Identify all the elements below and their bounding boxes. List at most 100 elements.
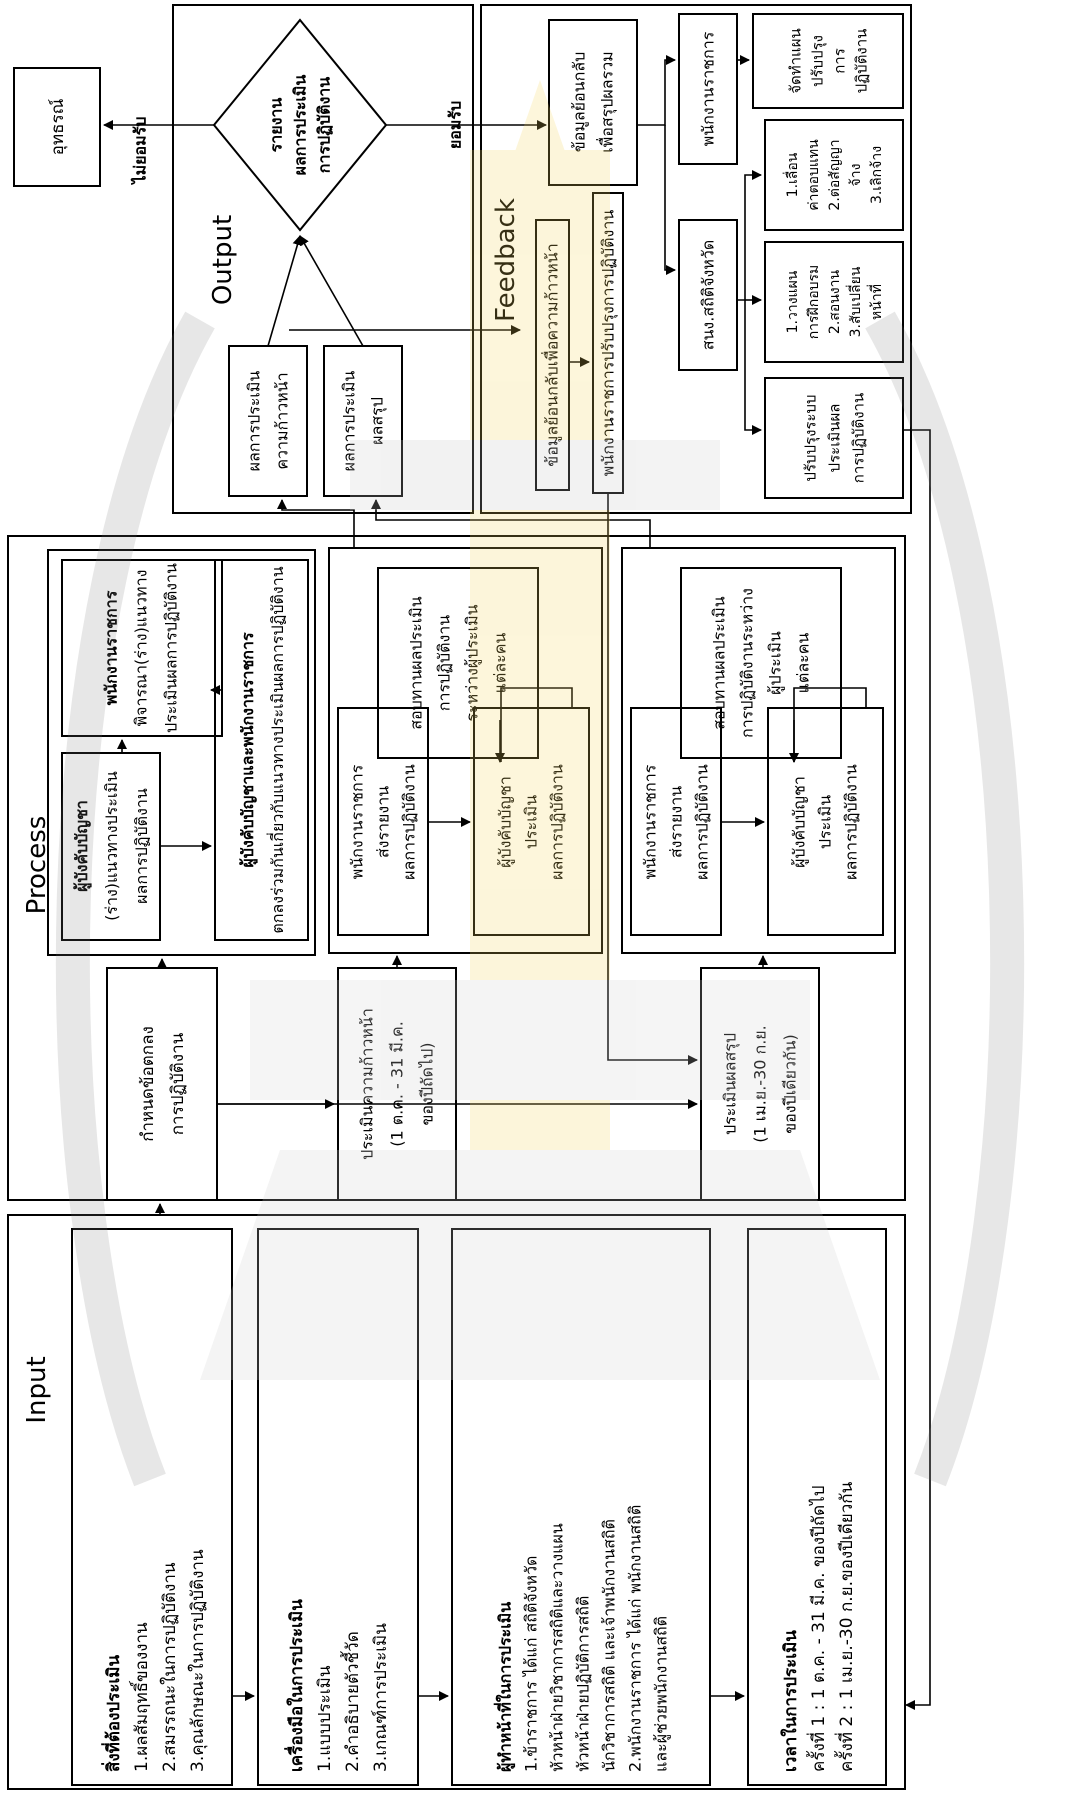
hr-actions-text-line: 1.เลื่อน (783, 152, 801, 197)
employee-box (678, 13, 738, 165)
arrow-office-to-system (744, 300, 762, 435)
report-decision-text-line: รายงาน (267, 98, 286, 153)
joint-agreement-text-line: ตกลงร่วมกันเกี่ยวกับแนวทางประเมินผลการปฏ… (266, 566, 287, 933)
plan-improve-text-line: การ (830, 48, 848, 74)
training-text-line: 2.สอนงาน (827, 270, 843, 335)
supervisor-eval-text-a-line: ประเมิน (522, 795, 541, 849)
system-improve-text: ปรับปรุงระบบประเมินผลการปฏิบัติงาน (801, 393, 867, 483)
report-decision-diamond (212, 18, 388, 232)
evaluation-timing-box (747, 1228, 887, 1786)
system-improve-text-line: ปรับปรุงระบบ (801, 394, 820, 481)
evaluators-text-line: ผู้ทำหน้าที่ในการประเมิน (494, 1602, 517, 1772)
training-text-line: การฝึกอบรม (806, 265, 822, 340)
evaluation-timing-text: เวลาในการประเมินครั้งที่ 1 : 1 ต.ค. - 31… (780, 1481, 857, 1772)
reject-label: ไม่ยอมรับ (131, 117, 150, 186)
progress-group-frame (328, 547, 603, 954)
report-decision-text-line: ผลการประเมิน (291, 75, 310, 176)
evaluation-timing-text-line: เวลาในการประเมิน (780, 1630, 801, 1772)
employee-report-text-a-line: พนักงานราชการ (348, 764, 367, 879)
joint-agreement-text: ผู้บังคับบัญชาและพนักงานราชการตกลงร่วมกั… (238, 566, 287, 933)
appeal-box (13, 67, 101, 187)
evaluation-tools-text-line: 3.เกณฑ์การประเมิน (371, 1623, 391, 1772)
supervisor-eval-box-b (767, 707, 884, 936)
employee-text-line: พนักงานราชการ (699, 31, 718, 146)
arrow-review-b-to-summary-result (371, 499, 651, 548)
training-text-line: 3.สับเปลี่ยน (846, 266, 864, 337)
input-section-title-line: Input (22, 1356, 52, 1423)
summary-result-box (323, 345, 403, 497)
training-box (764, 241, 904, 363)
progress-feedback-text: ข้อมูลย้อนกลับเพื่อความก้าวหน้า (541, 243, 563, 466)
define-agreement-text: กำหนดข้อตกลงการปฏิบัติงาน (138, 1026, 188, 1142)
review-text-b: สอบทานผลประเมินการปฏิบัติงานระหว่างผู้ปร… (710, 588, 813, 738)
progress-eval-text-line: ประเมินความก้าวหน้า (358, 1008, 377, 1160)
output-section-title: Output (208, 215, 238, 305)
hr-actions-text-line: ค่าตอบแทน (806, 139, 822, 211)
evaluators-text-line: และผู้ช่วยพนักงานสถิติ (652, 1616, 672, 1772)
summary-eval-text-line: ของปีเดียวกัน) (781, 1034, 800, 1134)
training-text-line: หน้าที่ (867, 284, 885, 320)
supervisor-eval-box-a (473, 707, 590, 936)
supervisor-draft-text: ผู้บังคับบัญชา(ร่าง)แนวทางประเมินผลการปฏ… (72, 771, 151, 921)
accept-label: ยอมรับ (446, 101, 465, 149)
progress-result-text-line: ผลการประเมิน (245, 371, 264, 472)
employee-draft-text-line: พนักงานราชการ (102, 590, 121, 705)
review-text-a-line: สอบทานผลประเมิน (407, 596, 426, 730)
supervisor-eval-text-b-line: ผู้บังคับบัญชา (790, 776, 810, 868)
joint-agreement-box (214, 559, 309, 941)
appeal-text: อุทธรณ์ (48, 98, 68, 155)
office-text: สนง.สถิติจังหวัด (699, 240, 718, 351)
review-box-b (680, 567, 842, 759)
training-text-line: 1.วางแผน (785, 270, 801, 333)
employee-report-text-a: พนักงานราชการส่งรายงานผลการปฏิบัติงาน (348, 764, 419, 880)
evaluators-text-line: 1.ข้าราชการ ได้แก่ สถิติจังหวัด (522, 1556, 541, 1772)
employee-report-text-b-line: ผลการปฏิบัติงาน (693, 764, 712, 880)
supervisor-eval-text-a: ผู้บังคับบัญชาประเมินผลการปฏิบัติงาน (496, 764, 567, 880)
progress-eval-text: ประเมินความก้าวหน้า(1 ต.ค. - 31 มี.ค.ของ… (358, 1008, 437, 1160)
summary-group-frame (621, 547, 896, 954)
employee-improve-text-line: พนักงานราชการปรับปรุงการปฏิบัติงาน (599, 210, 619, 477)
employee-report-text-b-line: พนักงานราชการ (641, 764, 660, 879)
plan-improve-text-line: จัดทำแผน (786, 28, 804, 94)
evaluators-box (451, 1228, 711, 1786)
review-text-a: สอบทานผลประเมินการปฏิบัติงานระหว่างผู้ปร… (407, 596, 510, 730)
arrow-summary-to-employee (637, 55, 676, 126)
supervisor-eval-text-b-line: ผลการปฏิบัติงาน (842, 764, 861, 880)
hr-actions-text-line: 3.เลิกจ้าง (869, 146, 885, 204)
system-improve-box (764, 377, 904, 499)
progress-feedback-text-line: ข้อมูลย้อนกลับเพื่อความก้าวหน้า (541, 243, 563, 466)
supervisor-draft-text-line: ผลการปฏิบัติงาน (132, 788, 151, 904)
summary-result-text-line: ผลการประเมิน (340, 371, 359, 472)
evaluators-text-line: หัวหน้าฝ่ายวิชาการสถิติและวางแผน (548, 1523, 567, 1772)
progress-result-text-line: ความก้าวหน้า (273, 372, 292, 469)
supervisor-eval-text-b-line: ประเมิน (816, 795, 835, 849)
evaluators-text-line: นักวิชาการสถิติ และเจ้าพนักงานสถิติ (600, 1519, 619, 1772)
progress-eval-text-line: (1 ต.ค. - 31 มี.ค. (388, 1021, 407, 1147)
supervisor-eval-text-b: ผู้บังคับบัญชา ประเมิน ผลการปฏิบัติงาน (790, 764, 861, 880)
review-text-b-line: แต่ละคน (794, 633, 813, 694)
feedback-section-title: Feedback (491, 198, 521, 322)
output-section-title-line: Output (208, 215, 238, 305)
evaluators-text: ผู้ทำหน้าที่ในการประเมิน 1.ข้าราชการ ได้แ… (494, 1505, 672, 1772)
arrow-eval-to-review-a (500, 687, 573, 762)
summary-eval-text-line: ประเมินผลสรุป (721, 1033, 741, 1135)
review-text-a-line: แต่ละคน (491, 633, 510, 694)
employee-draft-text-line: ประเมินผลการปฏิบัติงาน (162, 563, 181, 733)
feedback-section-frame (480, 4, 912, 514)
hr-actions-text-line: จ้าง (848, 164, 864, 187)
review-text-a-line: ระหว่างผู้ประเมิน (463, 604, 483, 721)
define-agreement-text-line: การปฏิบัติงาน (168, 1032, 188, 1135)
review-text-b-line: ผู้ประเมิน (766, 631, 786, 695)
report-decision-text: รายงานผลการประเมินการปฏิบัติงาน (267, 75, 334, 176)
supervisor-eval-text-a-line: ผลการปฏิบัติงาน (548, 764, 567, 880)
employee-improve-text: พนักงานราชการปรับปรุงการปฏิบัติงาน (599, 210, 619, 477)
evaluation-tools-box (257, 1228, 419, 1786)
things-to-evaluate-box (71, 1228, 233, 1786)
evaluation-tools-text-line: 1.แบบประเมิน (315, 1665, 335, 1772)
evaluators-text-line: หัวหน้าฝ่ายปฏิบัติการสถิติ (574, 1596, 593, 1772)
appeal-text-line: อุทธรณ์ (48, 98, 68, 155)
